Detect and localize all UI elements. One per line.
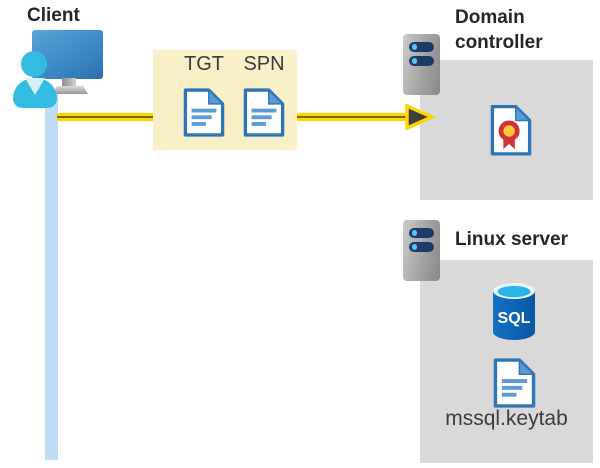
monitor-base-icon bbox=[52, 86, 88, 94]
spn-label: SPN bbox=[243, 53, 285, 75]
client-title: Client bbox=[27, 5, 80, 26]
server-slot bbox=[409, 56, 434, 66]
monitor-stand-icon bbox=[62, 78, 76, 89]
keytab-document-icon bbox=[493, 358, 536, 408]
domain-controller-server-icon bbox=[403, 34, 440, 95]
domain-controller-title: Domain controller bbox=[455, 7, 543, 53]
linux-server-title: Linux server bbox=[455, 229, 568, 250]
spn-document-icon bbox=[243, 88, 285, 137]
sql-database-icon: SQL bbox=[493, 283, 535, 340]
arrow-head-icon bbox=[405, 104, 435, 130]
tgt-label: TGT bbox=[184, 53, 224, 75]
certificate-icon bbox=[490, 104, 532, 156]
person-collar bbox=[25, 78, 45, 95]
keytab-filename-label: mssql.keytab bbox=[445, 407, 568, 430]
person-head-icon bbox=[21, 51, 47, 77]
server-slot bbox=[409, 42, 434, 52]
client-lifeline bbox=[45, 90, 58, 460]
tgt-document-icon bbox=[183, 88, 225, 137]
sql-text: SQL bbox=[498, 310, 531, 327]
server-slot bbox=[409, 242, 434, 252]
server-slot bbox=[409, 228, 434, 238]
linux-server-icon bbox=[403, 220, 440, 281]
person-icon bbox=[13, 78, 57, 108]
